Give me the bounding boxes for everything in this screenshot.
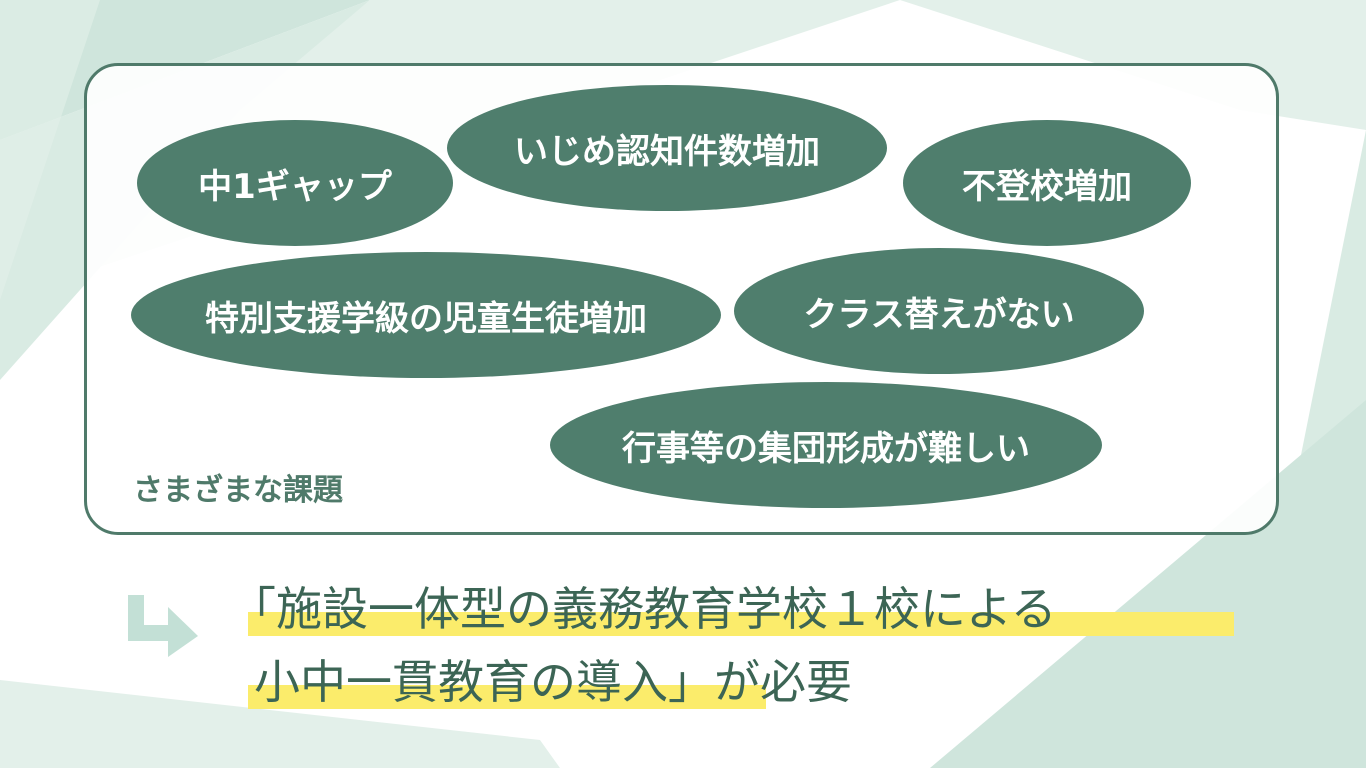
conclusion-line1: 「施設一体型の義務教育学校１校による: [230, 582, 1057, 636]
arrow-right-icon: [128, 595, 198, 657]
issue-label: いじめ認知件数増加: [514, 131, 820, 172]
issue-absenteeism-increase: 不登校増加: [903, 120, 1191, 246]
issue-group-formation-difficult: 行事等の集団形成が難しい: [550, 382, 1102, 508]
issue-chu1-gap: 中1ギャップ: [137, 120, 453, 246]
issue-special-support-increase: 特別支援学級の児童生徒増加: [131, 252, 721, 378]
issues-caption: さまざまな課題: [133, 473, 343, 508]
issue-label: 特別支援学級の児童生徒増加: [205, 298, 647, 339]
conclusion-line2: 小中一貫教育の導入」が必要: [254, 655, 852, 709]
issue-label: クラス替えがない: [803, 294, 1075, 335]
issue-bullying-increase: いじめ認知件数増加: [447, 85, 887, 211]
highlight-line2: [248, 685, 766, 709]
issue-no-class-change: クラス替えがない: [734, 248, 1144, 374]
issue-label: 行事等の集団形成が難しい: [622, 428, 1030, 469]
issue-label: 不登校増加: [962, 166, 1132, 207]
issue-label: 中1ギャップ: [198, 166, 392, 207]
highlight-line1: [248, 612, 1234, 636]
